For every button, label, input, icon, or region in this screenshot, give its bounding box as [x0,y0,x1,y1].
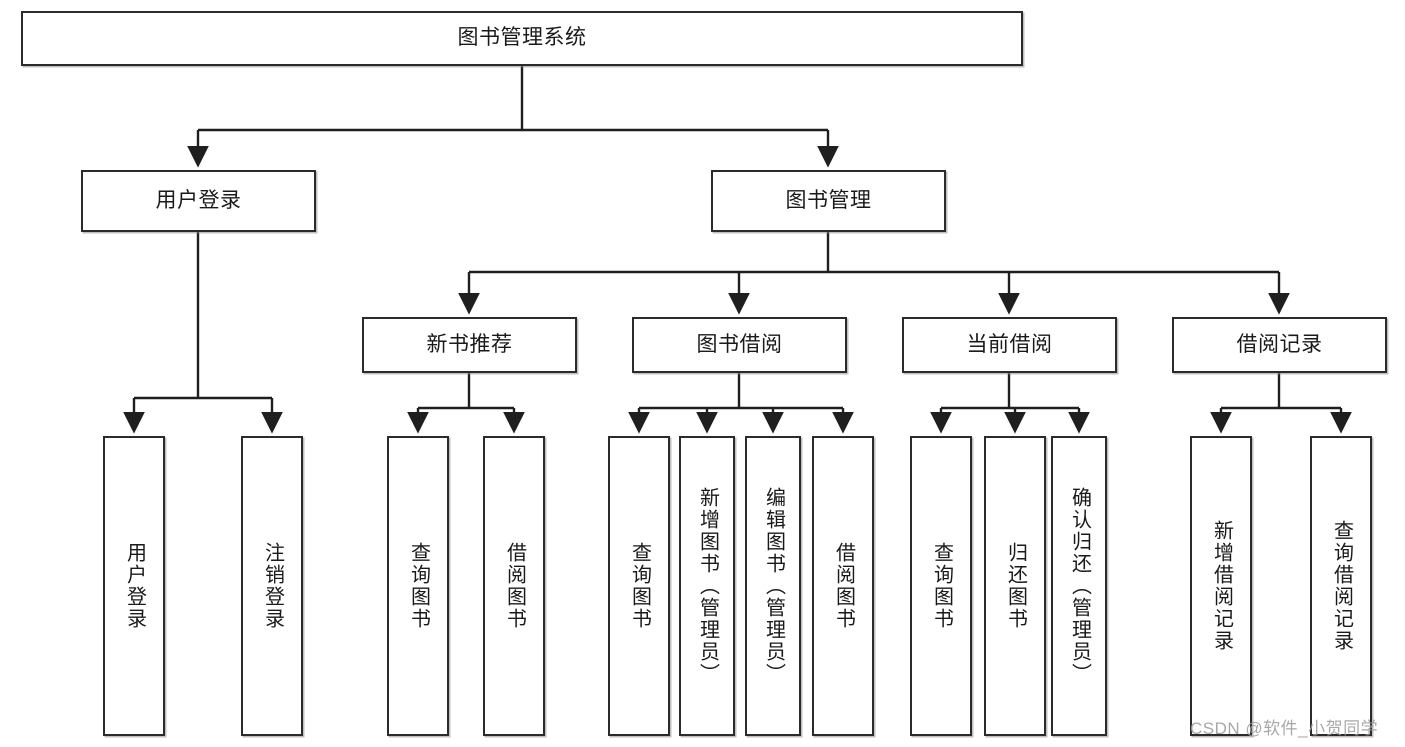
node-leaf-query-record-label: 查询借阅记录 [1330,520,1353,652]
node-leaf-add-record-label: 新增借阅记录 [1210,520,1233,652]
node-leaf-user-login-label: 用户登录 [123,542,146,630]
node-borrow-record[interactable]: 借阅记录 [1172,317,1387,373]
node-leaf-query-book-2-label: 查询图书 [628,542,651,630]
node-book-manage[interactable]: 图书管理 [711,170,946,232]
node-leaf-return-book-label: 归还图书 [1004,542,1027,630]
node-user-login-label: 用户登录 [155,188,242,212]
node-leaf-add-book[interactable]: 新增图书（管理员） [679,436,735,736]
node-new-book-recommend[interactable]: 新书推荐 [362,317,577,373]
node-leaf-logout[interactable]: 注销登录 [241,436,303,736]
node-leaf-query-book-3-label: 查询图书 [930,542,953,630]
node-borrow-record-label: 借阅记录 [1236,332,1323,356]
node-leaf-user-login[interactable]: 用户登录 [103,436,165,736]
node-leaf-query-book-1[interactable]: 查询图书 [387,436,449,736]
node-leaf-borrow-book-2[interactable]: 借阅图书 [812,436,874,736]
node-leaf-query-book-1-label: 查询图书 [407,542,430,630]
csdn-watermark: CSDN @软件_小贺同学 [1190,719,1379,738]
node-leaf-logout-label: 注销登录 [261,542,284,630]
node-leaf-borrow-book-1-label: 借阅图书 [503,542,526,630]
node-leaf-borrow-book-1[interactable]: 借阅图书 [483,436,545,736]
node-root[interactable]: 图书管理系统 [21,11,1023,66]
node-leaf-return-book[interactable]: 归还图书 [984,436,1046,736]
node-leaf-confirm-return-label: 确认归还（管理员） [1068,487,1091,685]
node-leaf-add-book-label: 新增图书（管理员） [696,487,719,685]
node-leaf-borrow-book-2-label: 借阅图书 [832,542,855,630]
node-leaf-query-book-2[interactable]: 查询图书 [608,436,670,736]
node-leaf-query-record[interactable]: 查询借阅记录 [1310,436,1372,736]
node-root-label: 图书管理系统 [457,26,587,50]
node-book-manage-label: 图书管理 [785,188,872,212]
node-book-borrow-label: 图书借阅 [696,332,783,356]
node-leaf-confirm-return[interactable]: 确认归还（管理员） [1051,436,1107,736]
node-leaf-add-record[interactable]: 新增借阅记录 [1190,436,1252,736]
node-book-borrow[interactable]: 图书借阅 [632,317,847,373]
node-leaf-query-book-3[interactable]: 查询图书 [910,436,972,736]
node-new-book-recommend-label: 新书推荐 [426,332,513,356]
node-current-borrow-label: 当前借阅 [966,332,1053,356]
node-leaf-edit-book[interactable]: 编辑图书（管理员） [745,436,801,736]
node-user-login[interactable]: 用户登录 [81,170,316,232]
node-leaf-edit-book-label: 编辑图书（管理员） [762,487,785,685]
node-current-borrow[interactable]: 当前借阅 [902,317,1117,373]
